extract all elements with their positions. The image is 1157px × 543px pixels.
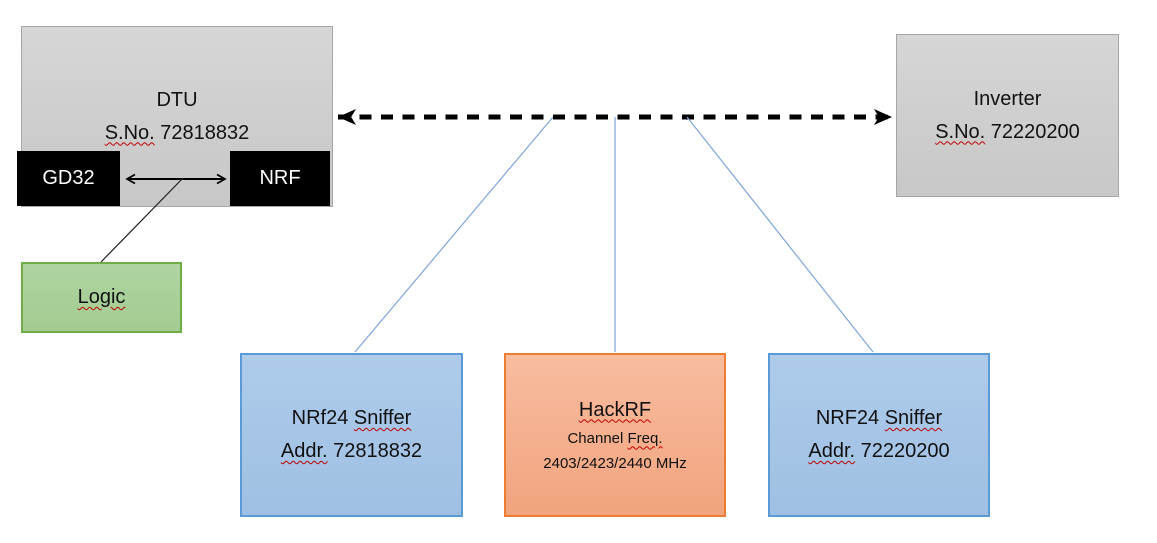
gd32-box: GD32 (17, 151, 120, 206)
hackrf-freq-label: Freq. (627, 429, 663, 447)
sniffer-right-box: NRF24 Sniffer Addr. 72220200 (768, 353, 990, 517)
sniffer-right-name-2: Sniffer (884, 407, 943, 429)
gd32-label: GD32 (42, 167, 95, 189)
sniffer-left-name-2: Sniffer (353, 407, 412, 429)
sniffer-left-addr-value: 72818832 (327, 440, 423, 462)
dtu-serial-label: S.No. (104, 121, 155, 144)
hackrf-title-text: HackRF (578, 398, 652, 421)
hackrf-box: HackRF Channel Freq. 2403/2423/2440 MHz (504, 353, 726, 517)
sniffer-left-title: NRf24 Sniffer (292, 402, 412, 435)
sniffer-right-addr: Addr. 72220200 (808, 435, 949, 468)
sniffer-left-name: NRf24 (291, 407, 354, 429)
inverter-title: Inverter (973, 87, 1042, 110)
inverter-box: Inverter S.No. 72220200 (896, 34, 1119, 197)
sniffer-right-title: NRF24 Sniffer (816, 402, 942, 435)
sniffer-left-addr: Addr. 72818832 (281, 435, 422, 468)
hackrf-title: HackRF (579, 395, 651, 426)
connector-right-sniffer (686, 116, 874, 353)
sniffer-left-box: NRf24 Sniffer Addr. 72818832 (240, 353, 463, 517)
nrf-box: NRF (230, 151, 330, 206)
dtu-serial: S.No. 72818832 (105, 117, 250, 150)
hackrf-frequencies: 2403/2423/2440 MHz (543, 454, 687, 472)
nrf-label: NRF (259, 167, 301, 189)
hackrf-channel-line: Channel Freq. (567, 426, 662, 451)
sniffer-right-addr-label: Addr. (808, 440, 856, 462)
inverter-serial-label: S.No. (935, 120, 986, 143)
hackrf-channel-text: Channel (567, 429, 628, 447)
logic-box: Logic (21, 262, 182, 333)
dtu-title: DTU (156, 88, 198, 111)
sniffer-left-addr-label: Addr. (280, 440, 328, 462)
inverter-serial-value: 72220200 (985, 120, 1080, 143)
inverter-serial: S.No. 72220200 (935, 116, 1080, 149)
sniffer-right-addr-value: 72220200 (855, 440, 950, 462)
logic-label: Logic (77, 286, 126, 308)
sniffer-right-name: NRF24 (815, 407, 885, 429)
dtu-serial-value: 72818832 (154, 121, 250, 144)
connector-left-sniffer (354, 116, 554, 353)
